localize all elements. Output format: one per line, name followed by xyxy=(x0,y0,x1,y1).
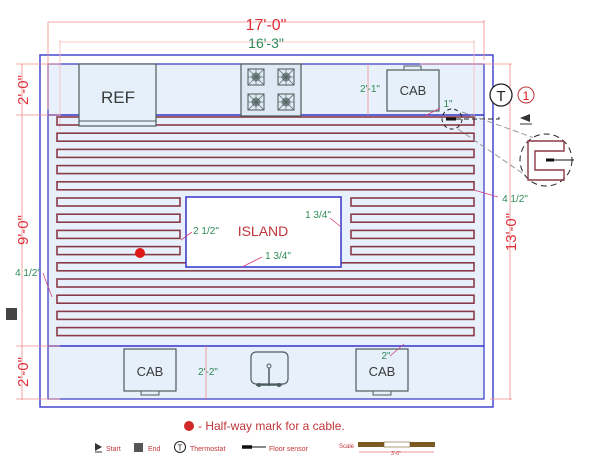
bottom-left-cab-label: CAB xyxy=(137,364,164,379)
cable-loop xyxy=(350,245,475,256)
spacing-bottom-cab: 2" xyxy=(381,351,391,362)
legend-scale-label: Scale xyxy=(339,444,355,450)
start-marker xyxy=(520,114,530,122)
dim-mid-depth: 9'-0" xyxy=(15,215,32,245)
dimension-lines xyxy=(16,20,512,400)
spacing-island-right: 1 3/4" xyxy=(305,210,331,221)
spacing-cab-top-offset: 1" xyxy=(443,99,453,110)
cable-loop xyxy=(56,181,475,191)
sensor-detail xyxy=(519,133,574,187)
stove-burners xyxy=(247,68,295,111)
cable-loop xyxy=(56,278,475,288)
cable-loop xyxy=(56,213,181,223)
legend-end-label: End xyxy=(148,446,161,453)
spacing-left-wall: 4 1/2" xyxy=(15,268,41,279)
spacing-bottom-gap: 2'-2" xyxy=(198,367,218,378)
sensor-detail-circle xyxy=(441,108,463,130)
cable-loop xyxy=(56,197,181,207)
spacing-island-bottom: 1 3/4" xyxy=(265,251,291,262)
cable-loop xyxy=(350,213,475,223)
legend-thermostat-label: Thermostat xyxy=(190,446,225,453)
spacing-right-wall: 4 1/2" xyxy=(502,194,528,205)
bottom-right-cabinet xyxy=(355,348,409,392)
cable-loop xyxy=(56,229,181,240)
cable-loop xyxy=(350,229,475,240)
dim-inner-width: 16'-3" xyxy=(248,35,284,51)
cable-loop xyxy=(56,294,475,305)
cable-loop xyxy=(350,197,475,207)
cable-loop xyxy=(56,164,475,175)
thermostat-symbol: T xyxy=(496,88,505,105)
top-cab-label: CAB xyxy=(400,83,427,98)
callout-number: 1 xyxy=(523,89,530,103)
legend-halfway-dot xyxy=(184,421,194,431)
end-marker xyxy=(6,308,17,320)
thermostat-icon xyxy=(489,83,513,107)
legend-halfway-text: - Half-way mark for a cable. xyxy=(198,419,345,433)
legend-thermostat-symbol: T xyxy=(178,444,183,453)
legend-start-label: Start xyxy=(106,446,121,453)
dim-top-depth: 2'-0" xyxy=(15,75,32,105)
cable-loop xyxy=(56,116,475,126)
cable-loop xyxy=(56,245,181,256)
scale-bar xyxy=(358,441,435,453)
cable-loop xyxy=(56,326,475,337)
dim-right-height: 13'-0" xyxy=(503,213,520,251)
cable-loop xyxy=(56,310,475,321)
ref-label: REF xyxy=(101,88,135,107)
refrigerator xyxy=(78,63,157,127)
cable-loop xyxy=(56,148,475,159)
island-label: ISLAND xyxy=(238,223,289,239)
legend-scale-value: 3'-0" xyxy=(391,451,401,457)
spacing-cab-top-gap: 2'-1" xyxy=(360,84,380,95)
island xyxy=(185,196,342,268)
callout-circle xyxy=(517,86,535,104)
spacing-island-left: 2 1/2" xyxy=(193,226,219,237)
dim-outer-width: 17'-0" xyxy=(246,17,287,34)
bottom-right-cab-label: CAB xyxy=(369,364,396,379)
spacing-leaders xyxy=(42,107,499,357)
legend-end-icon xyxy=(134,443,143,452)
sink xyxy=(250,351,289,387)
dim-bottom-depth: 2'-0" xyxy=(15,357,32,387)
bottom-left-cabinet xyxy=(123,348,177,392)
cable-loop xyxy=(56,132,475,142)
legend-floor-sensor-label: Floor sensor xyxy=(269,446,309,453)
halfway-mark xyxy=(135,248,145,258)
legend-start-icon xyxy=(95,443,102,451)
legend-thermostat-icon xyxy=(174,441,186,453)
